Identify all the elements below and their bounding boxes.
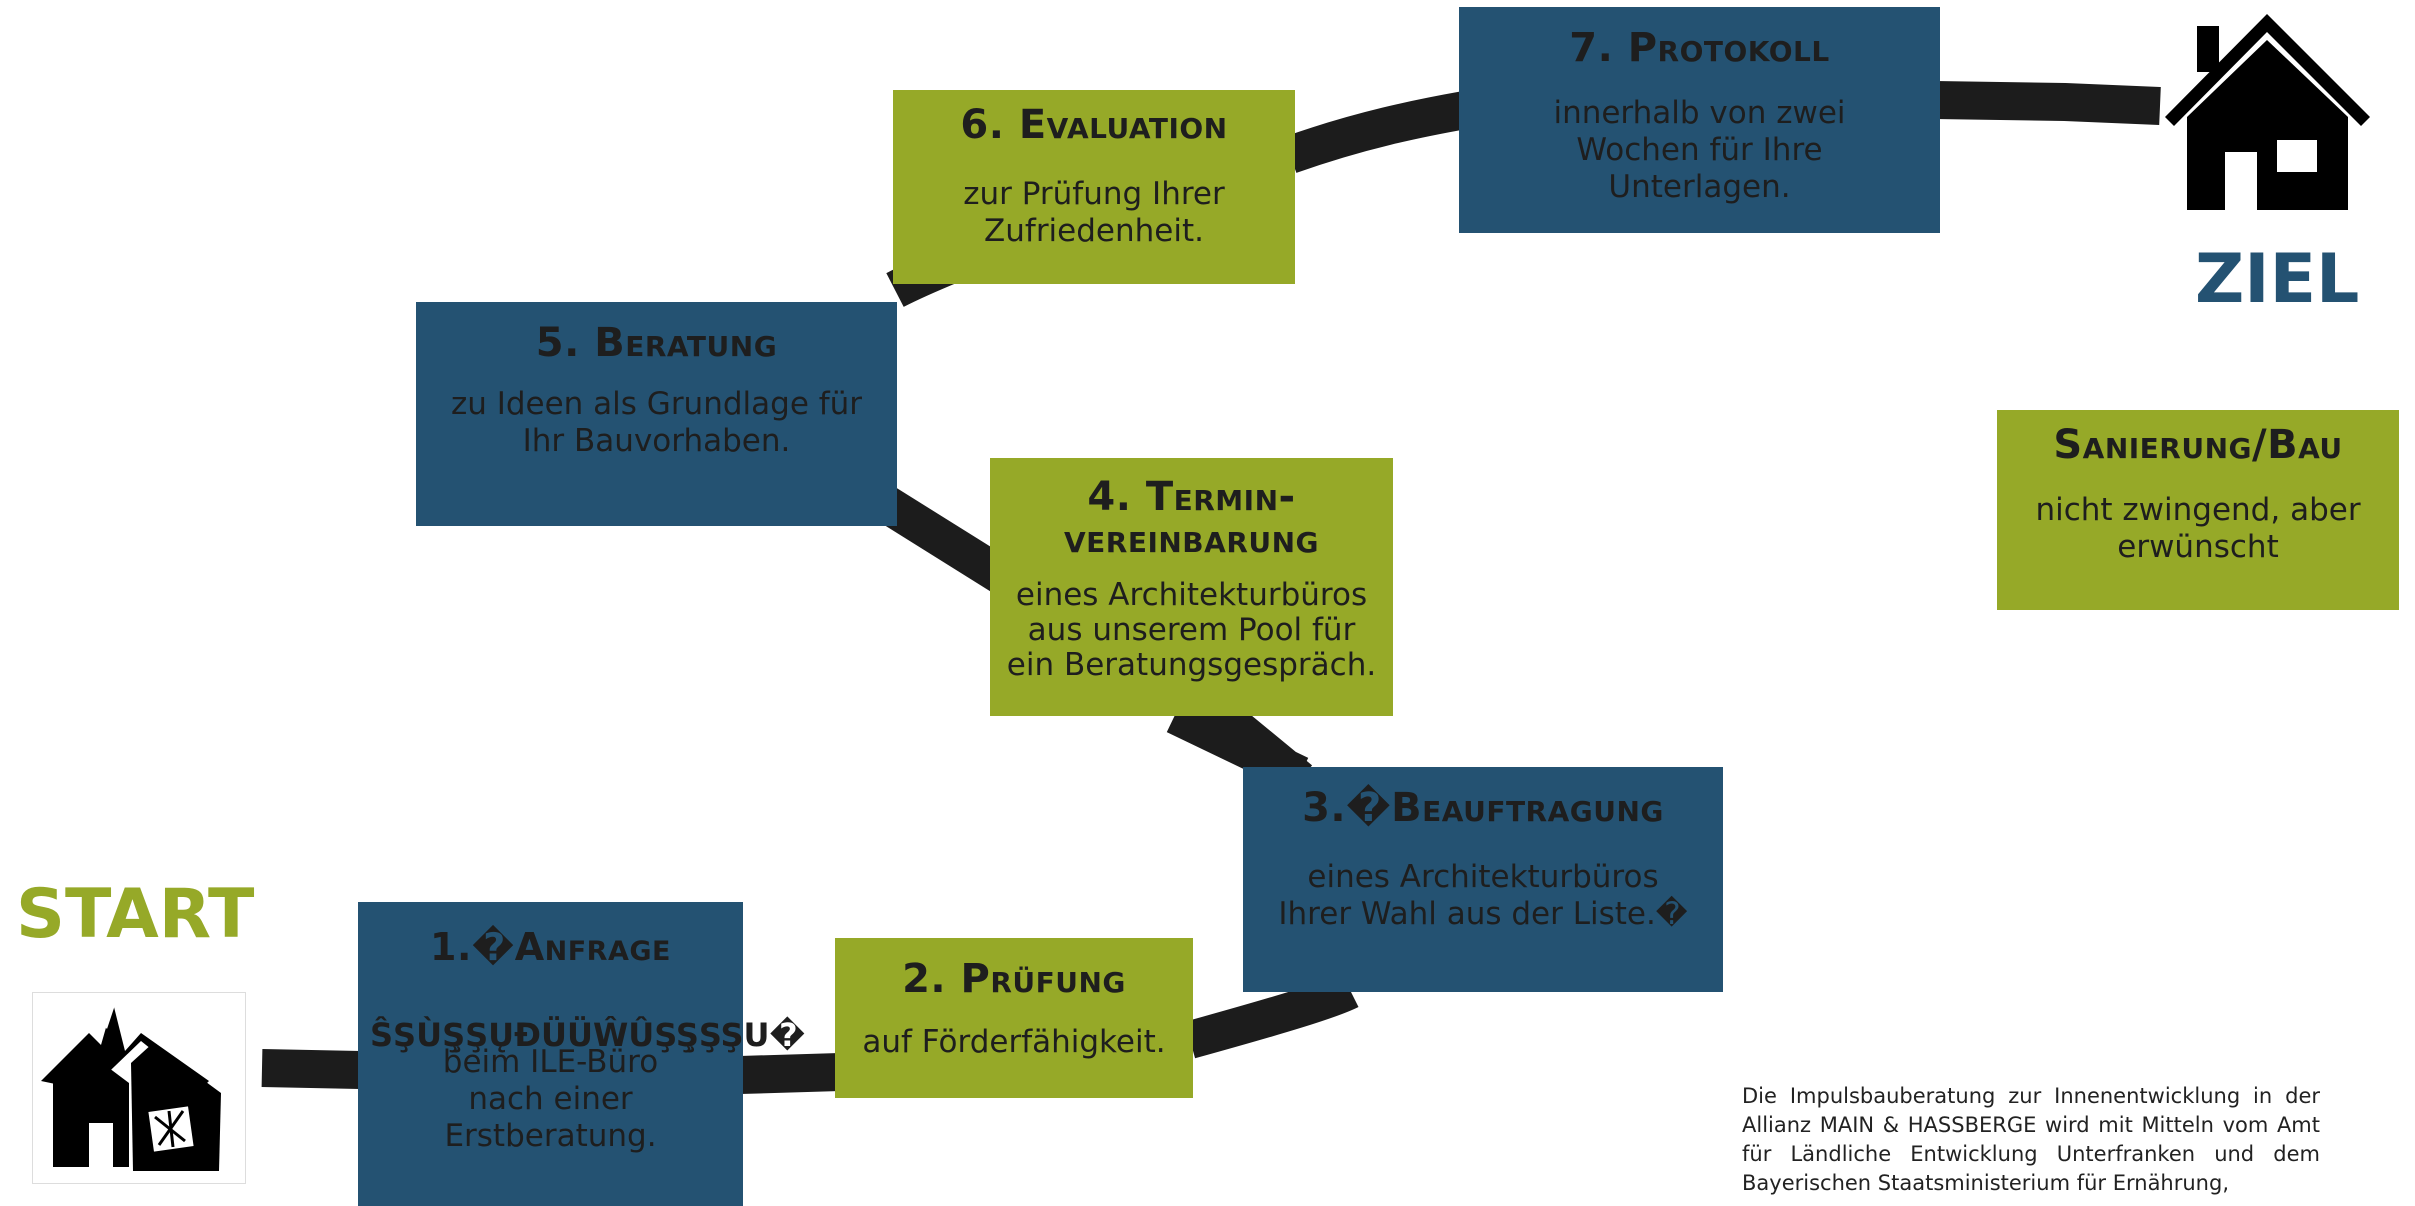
step-7-box: 7. Protokoll innerhalb von zwei Wochen f… (1459, 7, 1940, 233)
step-6-box: 6. Evaluation zur Prüfung Ihrer Zufriede… (893, 90, 1295, 284)
step-6-title: 6. Evaluation (960, 102, 1228, 148)
broken-house-icon (32, 992, 246, 1184)
house-icon (2165, 12, 2370, 212)
step-6-desc: zur Prüfung Ihrer Zufriedenheit. (963, 176, 1225, 250)
sanierung-desc: nicht zwingend, aber erwünscht (2035, 492, 2361, 566)
step-2-title: 2. Prüfung (902, 956, 1126, 1002)
step-3-box: 3.�Beauftragung eines Architekturbüros I… (1243, 767, 1723, 992)
step-2-box: 2. Prüfung auf Förderfähigkeit. (835, 938, 1193, 1098)
sanierung-box: Sanierung/Bau nicht zwingend, aber erwün… (1997, 410, 2399, 610)
road-segment (1934, 81, 2161, 125)
step-1-box: 1.�Anfrage beim ILE-Büro nach einer Erst… (358, 902, 743, 1206)
step-4-title: 4. Termin- vereinbarung (1063, 474, 1320, 562)
step-1-desc: beim ILE-Büro nach einer Erstberatung. (442, 1043, 659, 1155)
step-5-desc: zu Ideen als Grundlage für Ihr Bauvorhab… (450, 386, 863, 460)
step-5-box: 5. Beratung zu Ideen als Grundlage für I… (416, 302, 897, 526)
ziel-label: ZIEL (2195, 240, 2360, 319)
step-1-garbled-text: ŜŞÙŞ̧ŞŲĐÜÜŴÛŞŞ̧ŞŞU� (370, 1016, 806, 1054)
road-segment (261, 972, 1359, 1094)
step-1-title: 1.�Anfrage (430, 925, 671, 969)
step-4-box: 4. Termin- vereinbarung eines Architektu… (990, 458, 1393, 716)
start-label: START (16, 875, 255, 954)
step-7-title: 7. Protokoll (1569, 25, 1830, 71)
step-2-desc: auf Förderfähigkeit. (862, 1024, 1166, 1060)
step-4-desc: eines Architekturbüros aus unserem Pool … (1006, 577, 1377, 684)
sanierung-title: Sanierung/Bau (2053, 422, 2343, 468)
road-segment (1283, 91, 1469, 173)
road-segment (869, 483, 1011, 592)
step-3-desc: eines Architekturbüros Ihrer Wahl aus de… (1278, 859, 1688, 933)
step-5-title: 5. Beratung (535, 320, 778, 366)
step-3-title: 3.�Beauftragung (1302, 785, 1664, 831)
step-7-desc: innerhalb von zwei Wochen für Ihre Unter… (1553, 95, 1846, 206)
funding-footnote: Die Impulsbauberatung zur Innenentwicklu… (1742, 1084, 2320, 1195)
